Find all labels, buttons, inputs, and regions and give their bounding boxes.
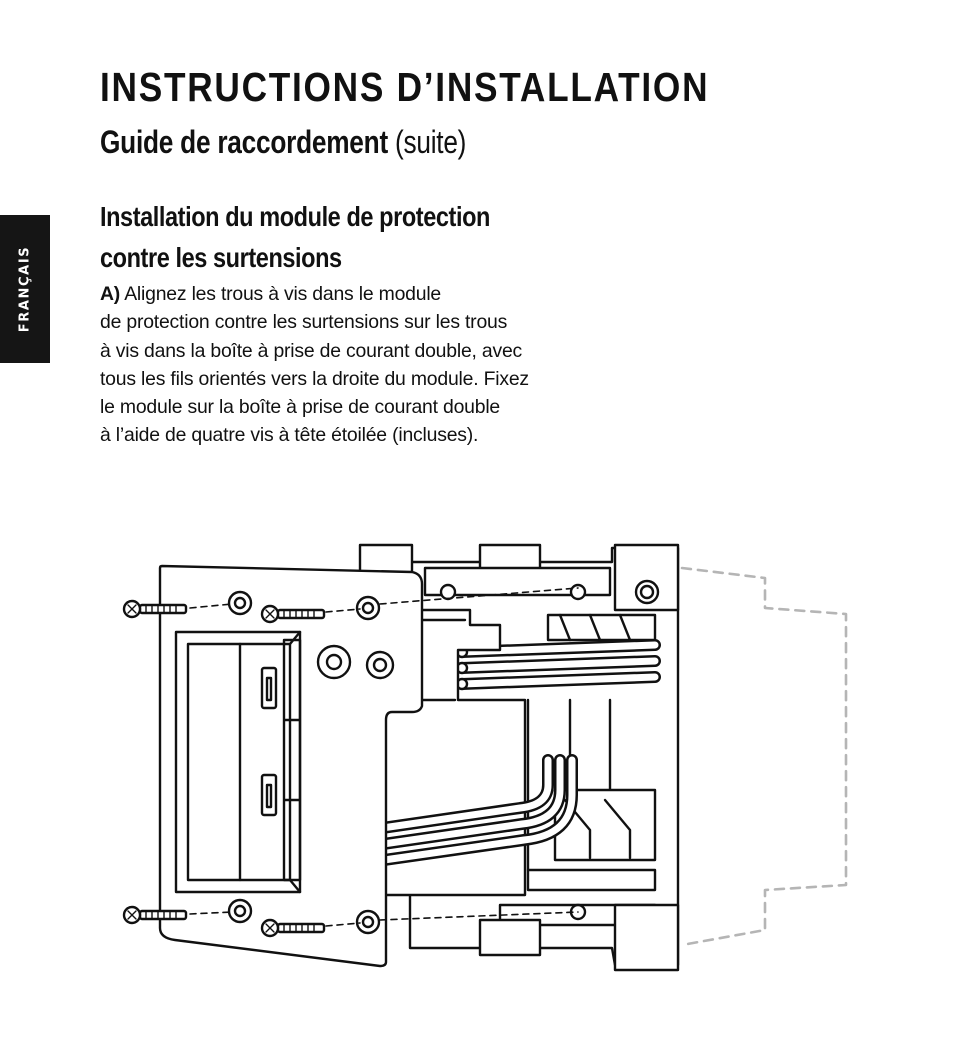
surge-module-faceplate [158,564,424,968]
ghost-box-outline [680,566,848,947]
section-heading-line-2: contre les surtensions [100,242,342,273]
instruction-line: A) Alignez les trous à vis dans le modul… [100,283,442,305]
screw-bottom-right [260,918,326,938]
instruction-line: à vis dans la boîte à prise de courant d… [100,339,523,362]
page-subtitle: Guide de raccordement (suite) [100,124,466,161]
subtitle-continued: (suite) [394,124,467,160]
language-tab-label: FRANÇAIS [17,245,33,333]
screw-bottom-left [122,905,188,925]
screw-top-right [260,604,326,624]
screw-top-left [122,599,188,619]
upper-wires [455,639,661,691]
section-heading-line-1: Installation du module de protection [100,201,490,232]
instruction-line: de protection contre les surtensions sur… [100,311,508,334]
step-label: A) [100,283,121,305]
mounting-screws [122,587,579,938]
installation-diagram [122,543,848,972]
instruction-text: A) Alignez les trous à vis dans le modul… [100,280,620,450]
instruction-line: le module sur la boîte à prise de couran… [100,396,501,419]
subtitle-main: Guide de raccordement [100,124,388,160]
page-title: INSTRUCTIONS D’INSTALLATION [100,64,710,110]
language-tab: FRANÇAIS [0,215,50,363]
section-heading: Installation du module de protection con… [100,196,490,278]
instruction-line: tous les fils orientés vers la droite du… [100,367,529,390]
instruction-line: à l’aide de quatre vis à tête étoilée (i… [100,424,479,447]
